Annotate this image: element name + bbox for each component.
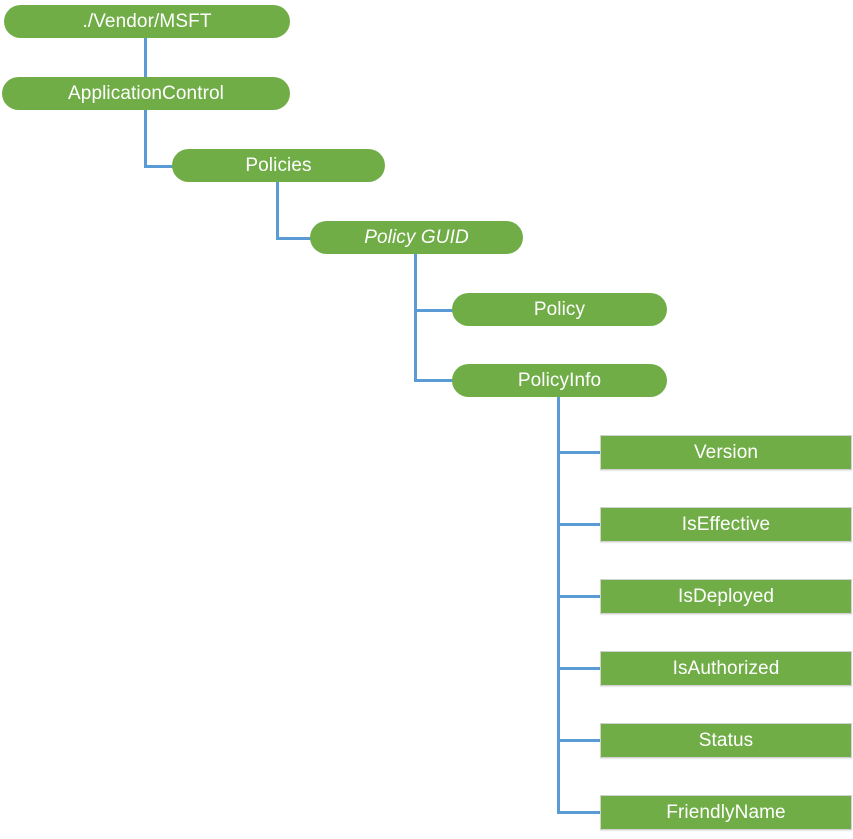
connector-policies-to-policyguid-horizontal <box>276 237 320 240</box>
node-label: Version <box>693 441 759 463</box>
connector-policyguid-to-policy <box>414 309 462 312</box>
node-label: IsDeployed <box>677 585 775 607</box>
node-label: Policy GUID <box>364 226 469 248</box>
node-policy-guid[interactable]: Policy GUID <box>310 221 523 254</box>
node-label: Policies <box>245 154 312 176</box>
connector-policyinfo-to-isauthorized <box>557 667 605 670</box>
connector-policyguid-trunk <box>414 253 417 381</box>
node-label: IsAuthorized <box>672 657 780 679</box>
node-policy[interactable]: Policy <box>452 293 667 326</box>
connector-policies-to-policyguid-vertical <box>276 182 279 239</box>
node-version[interactable]: Version <box>600 435 852 470</box>
node-label: Status <box>698 729 754 751</box>
connector-policyinfo-to-isdeployed <box>557 595 605 598</box>
node-label: IsEffective <box>681 513 771 535</box>
connector-policyinfo-to-version <box>557 451 605 454</box>
node-label: Policy <box>533 298 586 320</box>
node-label: FriendlyName <box>666 801 786 823</box>
node-is-effective[interactable]: IsEffective <box>600 507 852 542</box>
connector-policyinfo-to-status <box>557 739 605 742</box>
node-vendor-msft[interactable]: ./Vendor/MSFT <box>4 5 290 38</box>
connector-applicationcontrol-to-policies-vertical <box>144 109 147 167</box>
node-label: PolicyInfo <box>517 369 602 391</box>
connector-applicationcontrol-to-policies-horizontal <box>144 165 184 168</box>
node-friendly-name[interactable]: FriendlyName <box>600 795 852 830</box>
connector-policyinfo-trunk <box>557 396 560 814</box>
connector-policyinfo-to-iseffective <box>557 523 605 526</box>
node-is-authorized[interactable]: IsAuthorized <box>600 651 852 686</box>
connector-vendor-to-applicationcontrol <box>144 37 147 79</box>
node-is-deployed[interactable]: IsDeployed <box>600 579 852 614</box>
node-label: ApplicationControl <box>68 82 224 104</box>
node-policies[interactable]: Policies <box>172 149 385 182</box>
node-status[interactable]: Status <box>600 723 852 758</box>
node-label: ./Vendor/MSFT <box>82 10 212 32</box>
connector-policyinfo-to-friendlyname <box>557 811 605 814</box>
node-policy-info[interactable]: PolicyInfo <box>452 364 667 397</box>
connector-policyguid-to-policyinfo <box>414 379 462 382</box>
node-application-control[interactable]: ApplicationControl <box>2 77 290 110</box>
